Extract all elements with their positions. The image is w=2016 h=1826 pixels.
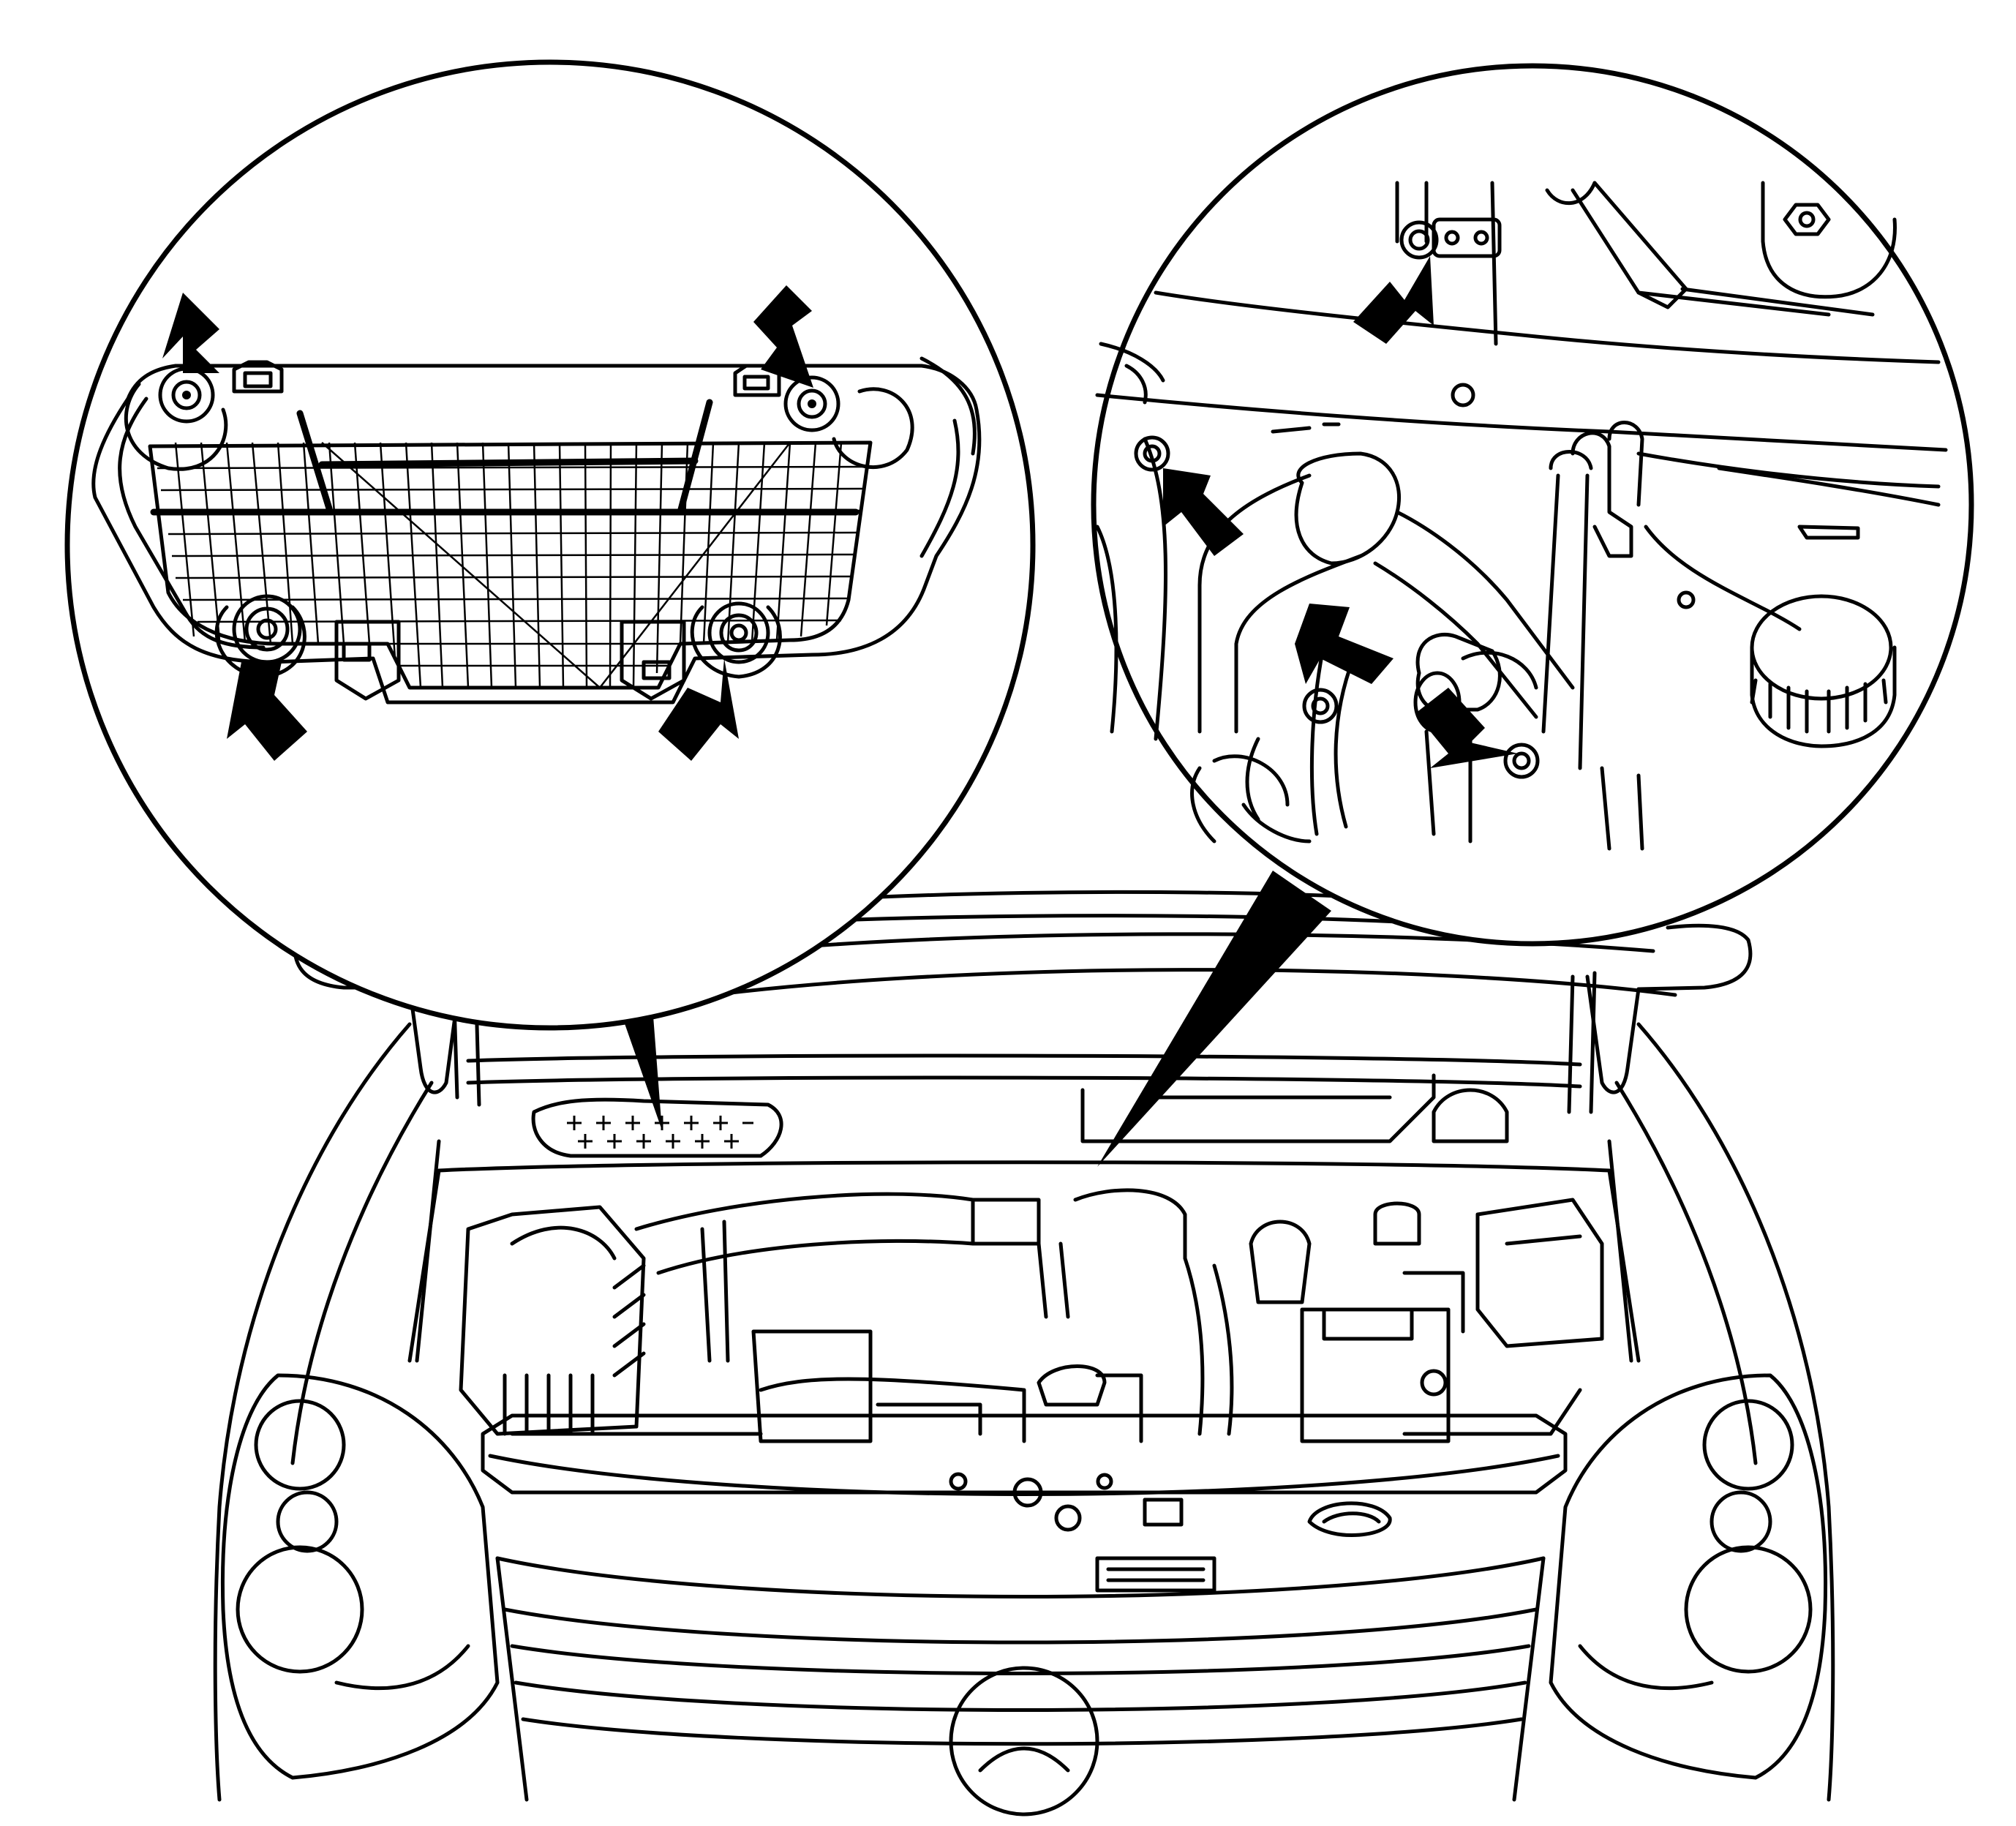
bolt-icon bbox=[783, 375, 840, 432]
arrow-icon bbox=[1295, 604, 1393, 684]
headlight-left bbox=[220, 1373, 500, 1780]
cowl-filter-crosses bbox=[567, 1116, 753, 1149]
fuel-filler-cap-icon bbox=[1750, 594, 1897, 748]
engine-bay bbox=[407, 1160, 1641, 1443]
scuttle-panel bbox=[466, 1053, 1582, 1158]
arrow-icon bbox=[227, 662, 307, 761]
car-front-view bbox=[213, 890, 1835, 1816]
callout-pointer-right bbox=[1097, 871, 1331, 1167]
oil-filler-cap bbox=[1037, 1364, 1107, 1407]
arrow-icon bbox=[162, 293, 219, 373]
bolt-icon bbox=[1302, 688, 1339, 724]
arrow-icon bbox=[753, 285, 813, 388]
bolt-icon bbox=[1134, 435, 1170, 472]
bolt-icon bbox=[707, 601, 770, 664]
air-filter-box bbox=[459, 1205, 646, 1436]
engine-cover bbox=[751, 1329, 873, 1443]
arrow-icon bbox=[1353, 256, 1434, 344]
bolt-icon bbox=[232, 594, 302, 664]
grille-emblem-icon bbox=[949, 1666, 1099, 1816]
arrow-icon bbox=[1163, 468, 1244, 556]
arrow-icon bbox=[658, 658, 739, 761]
callout-engine-bay-right-detail bbox=[1091, 63, 1974, 947]
headlight-right bbox=[1549, 1373, 1828, 1780]
engine-bay-detail bbox=[1095, 181, 1948, 851]
front-cross-member bbox=[481, 1413, 1568, 1593]
cowl-filter-grid bbox=[157, 442, 868, 689]
callout-cowl-panel-filter-detail bbox=[64, 59, 1036, 1031]
arrow-icon bbox=[1415, 688, 1518, 768]
cowl-filter-small bbox=[531, 1097, 783, 1158]
bolt-icon bbox=[1503, 743, 1540, 779]
cowl-panel bbox=[91, 356, 982, 705]
bolt-icon bbox=[1399, 220, 1439, 260]
front-grille bbox=[495, 1556, 1546, 1816]
